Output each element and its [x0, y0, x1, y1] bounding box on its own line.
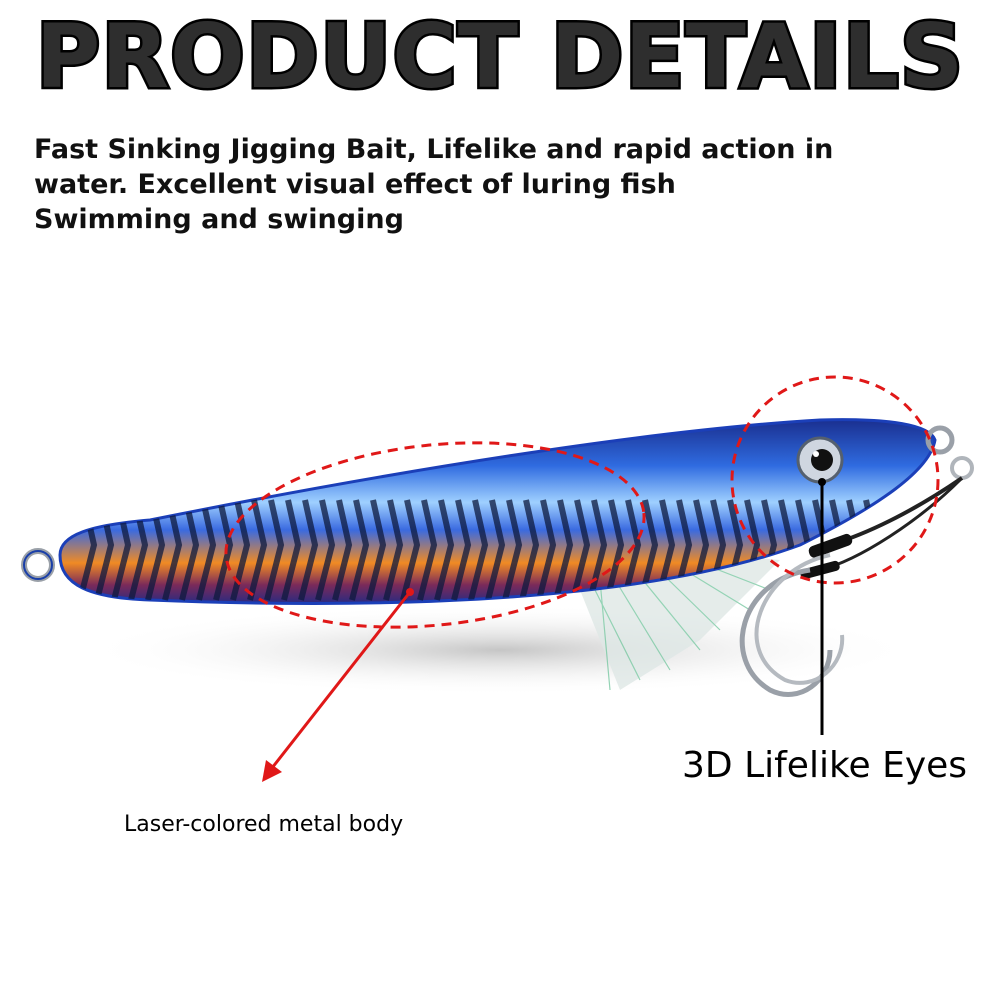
body-label: Laser-colored metal body: [124, 812, 404, 837]
scale-stripe: [298, 499, 319, 601]
arrow-head: [262, 760, 282, 782]
scale-stripe: [281, 499, 302, 601]
scale-stripe: [264, 499, 285, 601]
body-callout-ellipse: [224, 441, 646, 629]
scale-stripe: [604, 499, 625, 601]
scale-stripe: [536, 499, 557, 601]
scale-stripe: [621, 499, 642, 601]
scale-stripe: [213, 499, 234, 601]
page-title: PRODUCT DETAILS: [33, 3, 965, 111]
scale-stripe: [519, 499, 540, 601]
eyes-label: 3D Lifelike Eyes: [682, 745, 968, 786]
scale-stripe: [570, 499, 591, 601]
scale-stripe: [502, 499, 523, 601]
scale-stripe: [196, 499, 217, 601]
scale-stripe: [315, 499, 336, 601]
scale-stripe: [400, 499, 421, 601]
scale-stripe: [247, 499, 268, 601]
laser-scale-pattern: [77, 499, 914, 601]
scale-stripe: [349, 499, 370, 601]
scale-stripe: [876, 499, 897, 601]
product-description: Fast Sinking Jigging Bait, Lifelike and …: [34, 132, 964, 237]
scale-stripe: [383, 499, 404, 601]
scale-stripe: [553, 499, 574, 601]
description-line: Swimming and swinging: [34, 204, 404, 235]
scale-stripe: [179, 499, 200, 601]
description-line: water. Excellent visual effect of luring…: [34, 169, 676, 200]
rear-ring: [925, 425, 955, 455]
scale-stripe: [638, 499, 659, 601]
scale-stripe: [485, 499, 506, 601]
scale-stripe: [366, 499, 387, 601]
body-callout-arrow: [270, 591, 412, 769]
scale-stripe: [468, 499, 489, 601]
scale-stripe: [434, 499, 455, 601]
scale-stripe: [417, 499, 438, 601]
eye-callout-circle: [730, 375, 940, 585]
scale-stripe: [451, 499, 472, 601]
assist-hooks: [739, 476, 964, 697]
scale-stripe: [587, 499, 608, 601]
scale-stripe: [332, 499, 353, 601]
description-line: Fast Sinking Jigging Bait, Lifelike and …: [34, 134, 834, 165]
